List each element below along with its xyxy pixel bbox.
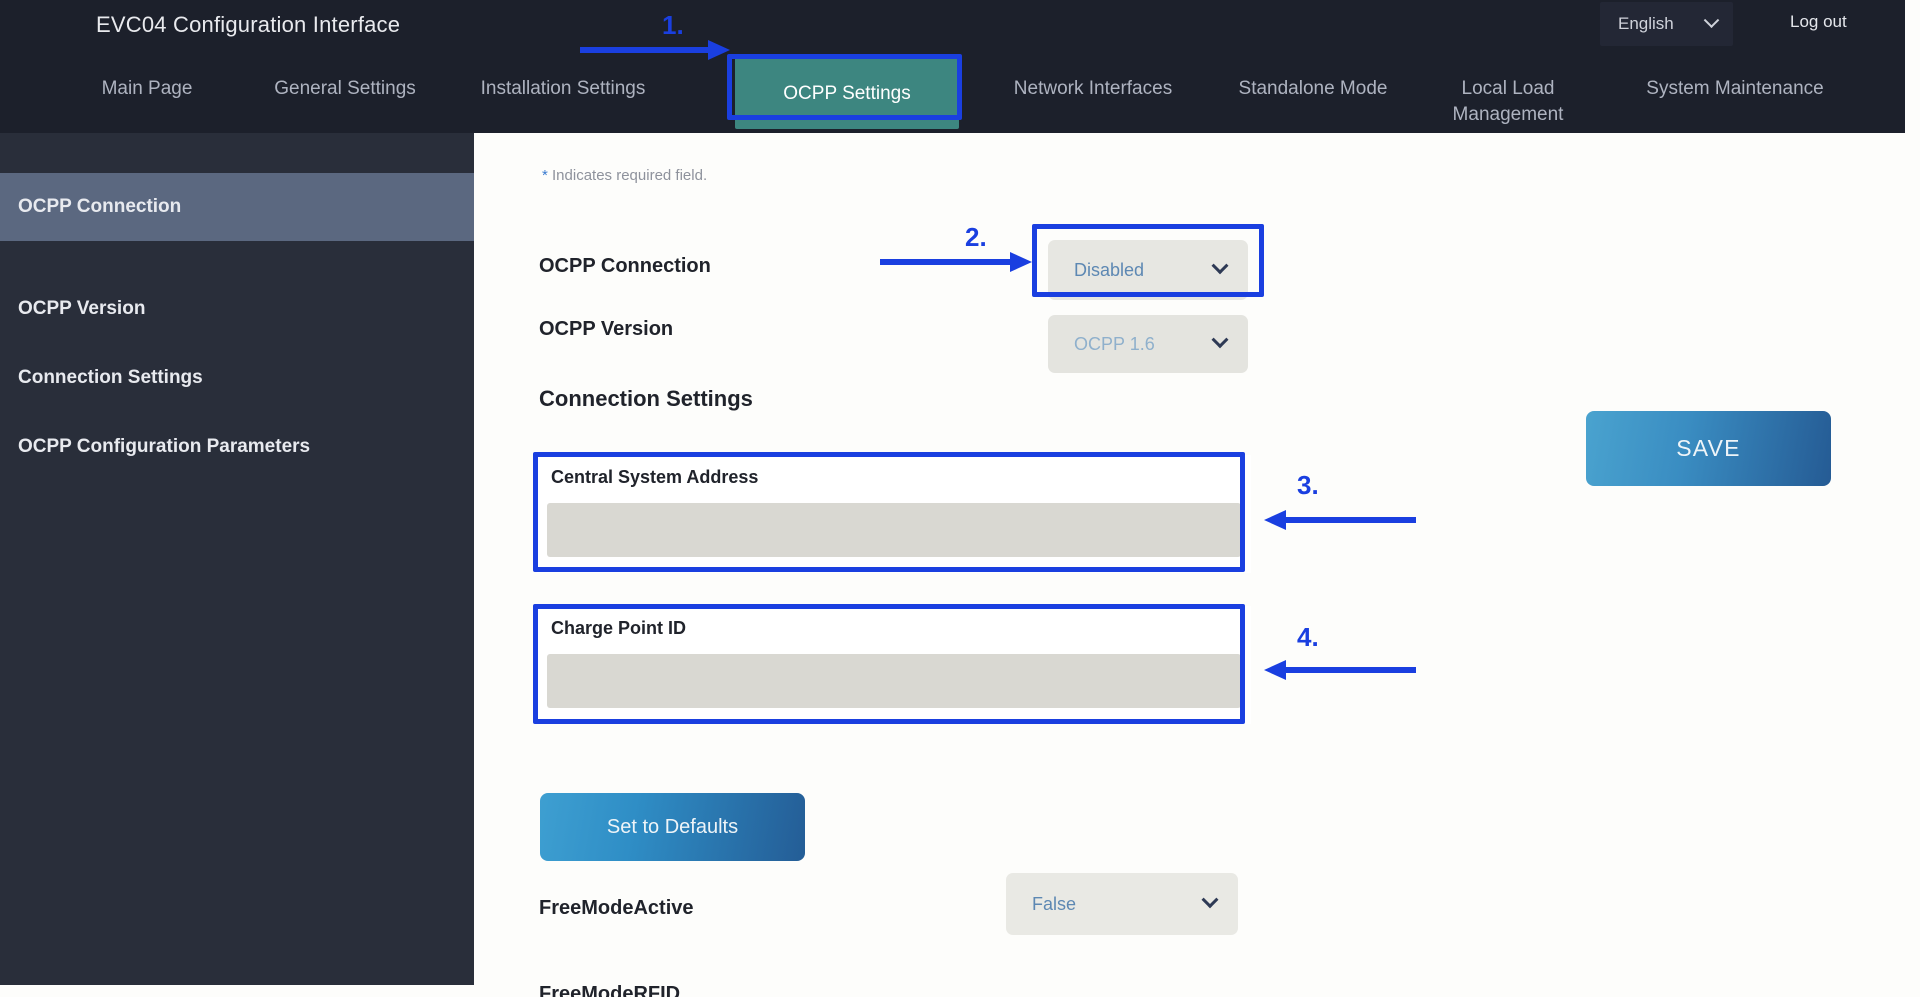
free-mode-active-dropdown[interactable]: False xyxy=(1006,873,1238,935)
label-charge-point-id: Charge Point ID xyxy=(551,618,687,638)
logout-button[interactable]: Log out xyxy=(1790,12,1847,31)
central-system-address-group: Central System Address xyxy=(537,455,1251,573)
charge-point-id-input[interactable] xyxy=(547,654,1241,708)
section-title-connection-settings: Connection Settings xyxy=(539,386,753,411)
required-field-note: * Indicates required field. xyxy=(542,167,707,184)
chevron-down-icon xyxy=(1211,331,1229,349)
annotation-number-2: 2. xyxy=(965,222,987,252)
label-free-mode-rfid: FreeModeRFID xyxy=(539,983,681,997)
chevron-down-icon xyxy=(1201,891,1219,909)
app-title: EVC04 Configuration Interface xyxy=(96,12,401,37)
main-nav: Main Page General Settings Installation … xyxy=(0,53,1905,133)
tab-system-maintenance[interactable]: System Maintenance xyxy=(1646,78,1824,99)
required-asterisk: * xyxy=(542,167,548,184)
set-to-defaults-button[interactable]: Set to Defaults xyxy=(540,793,805,861)
main-content: * Indicates required field. OCPP Connect… xyxy=(474,133,1905,997)
language-selector[interactable]: English xyxy=(1600,2,1733,46)
tab-installation-settings[interactable]: Installation Settings xyxy=(480,78,646,99)
sidebar: OCPP Connection OCPP Version Connection … xyxy=(0,133,474,985)
sidebar-item-ocpp-configuration-parameters[interactable]: OCPP Configuration Parameters xyxy=(18,436,311,457)
required-field-text: Indicates required field. xyxy=(552,167,708,184)
sidebar-item-ocpp-connection[interactable]: OCPP Connection xyxy=(0,173,474,241)
ocpp-version-value: OCPP 1.6 xyxy=(1074,333,1155,354)
chevron-down-icon xyxy=(1211,257,1229,275)
language-label: English xyxy=(1618,14,1674,33)
sidebar-item-ocpp-version[interactable]: OCPP Version xyxy=(18,298,146,319)
annotation-number-1: 1. xyxy=(662,10,684,40)
tab-standalone-mode[interactable]: Standalone Mode xyxy=(1238,78,1388,99)
charge-point-id-group: Charge Point ID xyxy=(537,606,1251,724)
ocpp-connection-value: Disabled xyxy=(1074,259,1145,280)
annotation-number-3: 3. xyxy=(1297,470,1319,500)
label-ocpp-connection: OCPP Connection xyxy=(539,255,711,277)
central-system-address-input[interactable] xyxy=(547,503,1241,557)
label-central-system-address: Central System Address xyxy=(551,467,759,487)
tab-network-interfaces[interactable]: Network Interfaces xyxy=(1013,78,1173,99)
label-free-mode-active: FreeModeActive xyxy=(539,897,694,919)
tab-local-load-management[interactable]: Local Load Management xyxy=(1452,78,1564,125)
tab-ocpp-settings[interactable]: OCPP Settings xyxy=(735,57,959,129)
tab-main-page[interactable]: Main Page xyxy=(101,78,193,99)
ocpp-connection-dropdown[interactable]: Disabled xyxy=(1048,240,1248,300)
sidebar-item-connection-settings[interactable]: Connection Settings xyxy=(18,367,203,388)
free-mode-active-value: False xyxy=(1032,893,1077,914)
chevron-down-icon xyxy=(1703,11,1720,28)
tab-general-settings[interactable]: General Settings xyxy=(274,78,416,99)
annotation-number-4: 4. xyxy=(1297,622,1319,652)
label-ocpp-version: OCPP Version xyxy=(539,318,674,340)
save-button[interactable]: SAVE xyxy=(1586,411,1831,486)
ocpp-version-dropdown[interactable]: OCPP 1.6 xyxy=(1048,315,1248,373)
